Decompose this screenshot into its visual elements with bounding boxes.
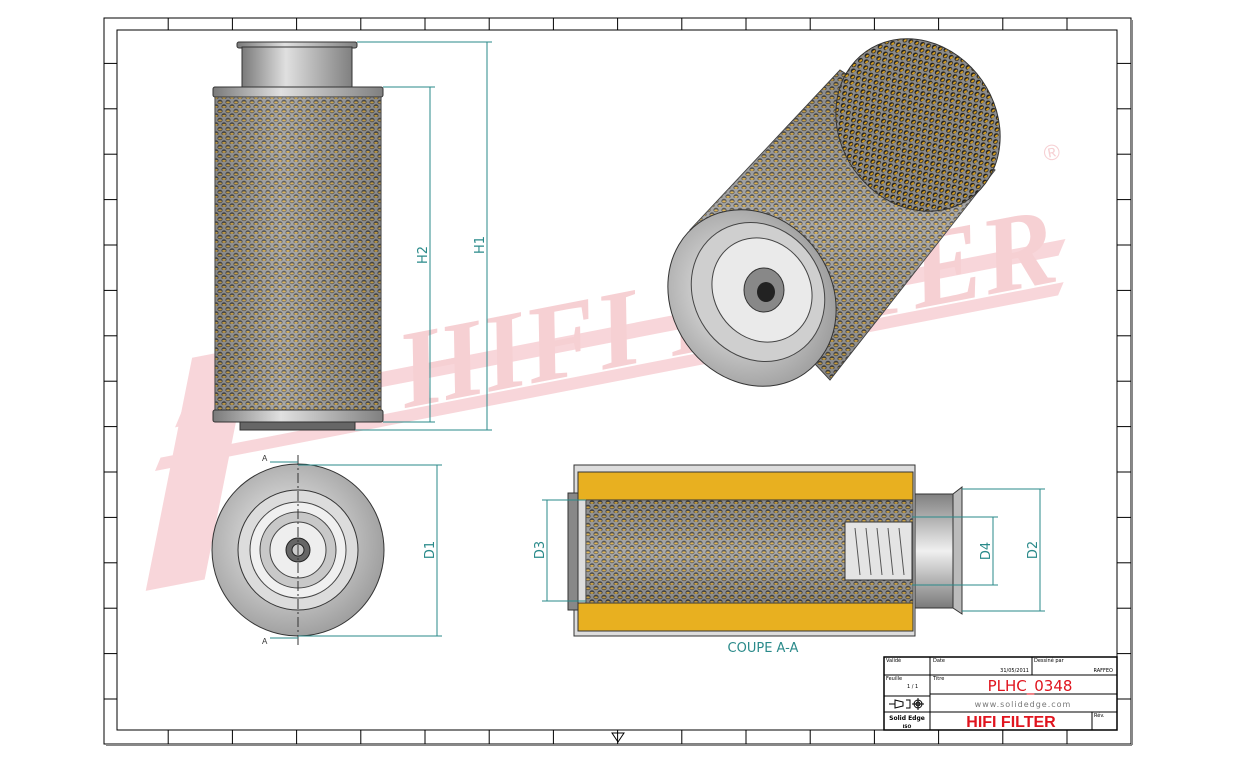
svg-text:D4: D4: [979, 542, 994, 560]
svg-text:Titre: Titre: [932, 676, 944, 682]
projection-symbol-icon: [889, 698, 924, 710]
date-value: 31/05/2011: [1000, 668, 1029, 674]
svg-text:Validé: Validé: [886, 657, 901, 664]
svg-text:Solid Edge: Solid Edge: [889, 715, 925, 722]
dimension-d3: D3: [533, 499, 586, 602]
svg-text:ISO: ISO: [903, 724, 912, 730]
sheet-value: 1 / 1: [907, 684, 918, 690]
dimension-d2: D2: [962, 488, 1045, 612]
dimension-h2: H2: [383, 86, 435, 423]
svg-text:D3: D3: [533, 541, 548, 559]
website: www.solidedge.com: [975, 700, 1072, 709]
dimension-d1: D1: [298, 464, 442, 637]
title-block: Validé Date 31/05/2011 Dessiné par RAFFE…: [883, 656, 1118, 731]
isometric-view: [667, 38, 1001, 387]
dimension-d4: D4: [912, 516, 998, 586]
svg-text:Feuille: Feuille: [886, 676, 902, 682]
dimension-h1: H1: [355, 41, 492, 431]
svg-text:D1: D1: [423, 541, 438, 559]
svg-text:D2: D2: [1026, 541, 1041, 559]
svg-text:Rév.: Rév.: [1094, 712, 1105, 719]
section-view: COUPE A-A: [567, 464, 963, 656]
svg-text:Dessiné par: Dessiné par: [1034, 657, 1065, 664]
svg-text:Date: Date: [933, 658, 945, 664]
section-mark-bottom: A: [262, 637, 268, 646]
drawn-by-value: RAFFEO: [1093, 668, 1113, 674]
svg-text:®: ®: [1041, 139, 1062, 167]
svg-text:H1: H1: [473, 236, 488, 254]
company-name: HIFI FILTER: [966, 714, 1056, 731]
svg-text:H2: H2: [416, 246, 431, 264]
part-number: PLHC_0348: [988, 677, 1073, 696]
section-mark-top: A: [262, 454, 268, 463]
front-view: [212, 41, 384, 431]
section-caption: COUPE A-A: [728, 641, 799, 656]
border-zone-ticks: [104, 18, 1131, 744]
centering-mark: [611, 732, 625, 743]
inner-frame: [116, 29, 1118, 731]
bottom-view: A A: [211, 454, 385, 646]
